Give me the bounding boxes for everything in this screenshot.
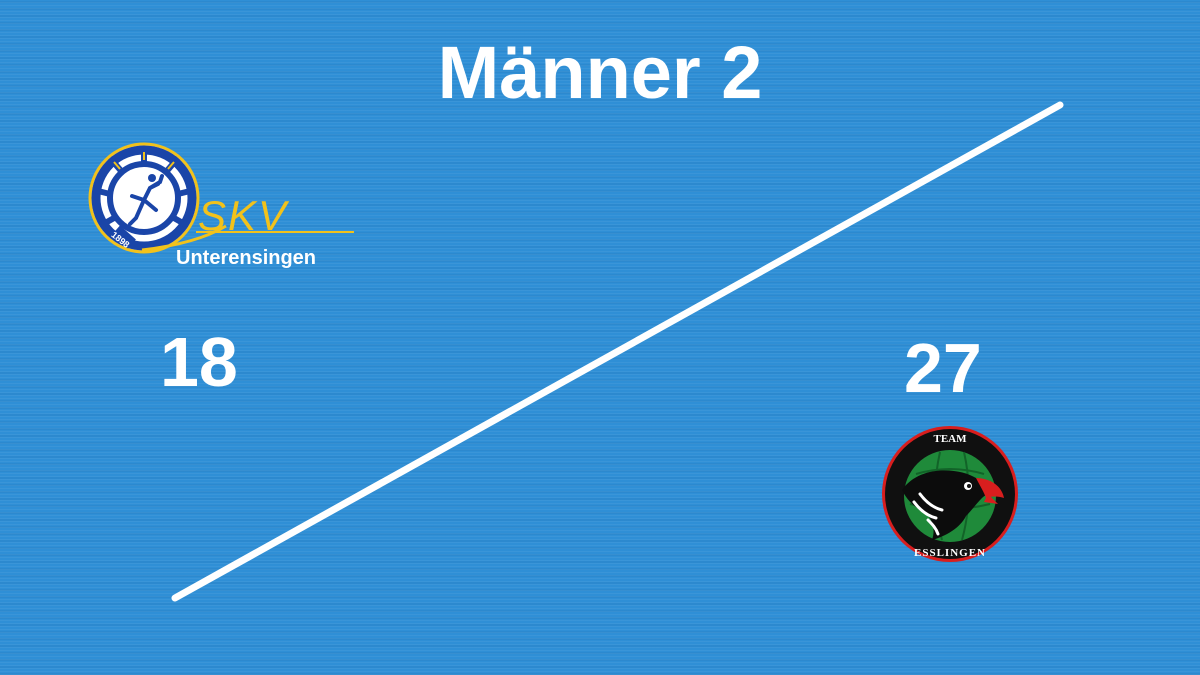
home-score: 18 xyxy=(160,323,238,401)
away-score: 27 xyxy=(904,329,982,407)
club-town-name: Unterensingen xyxy=(176,247,316,269)
skv-unterensingen-logo: 1898 SKV Unterensingen xyxy=(88,142,354,269)
logo-bottom-text: ESSLINGEN xyxy=(914,547,986,559)
team-category-title: Männer 2 xyxy=(437,31,763,114)
logo-top-text: TEAM xyxy=(934,433,968,445)
team-esslingen-eagle-logo: TEAM ESSLINGEN xyxy=(882,426,1018,562)
